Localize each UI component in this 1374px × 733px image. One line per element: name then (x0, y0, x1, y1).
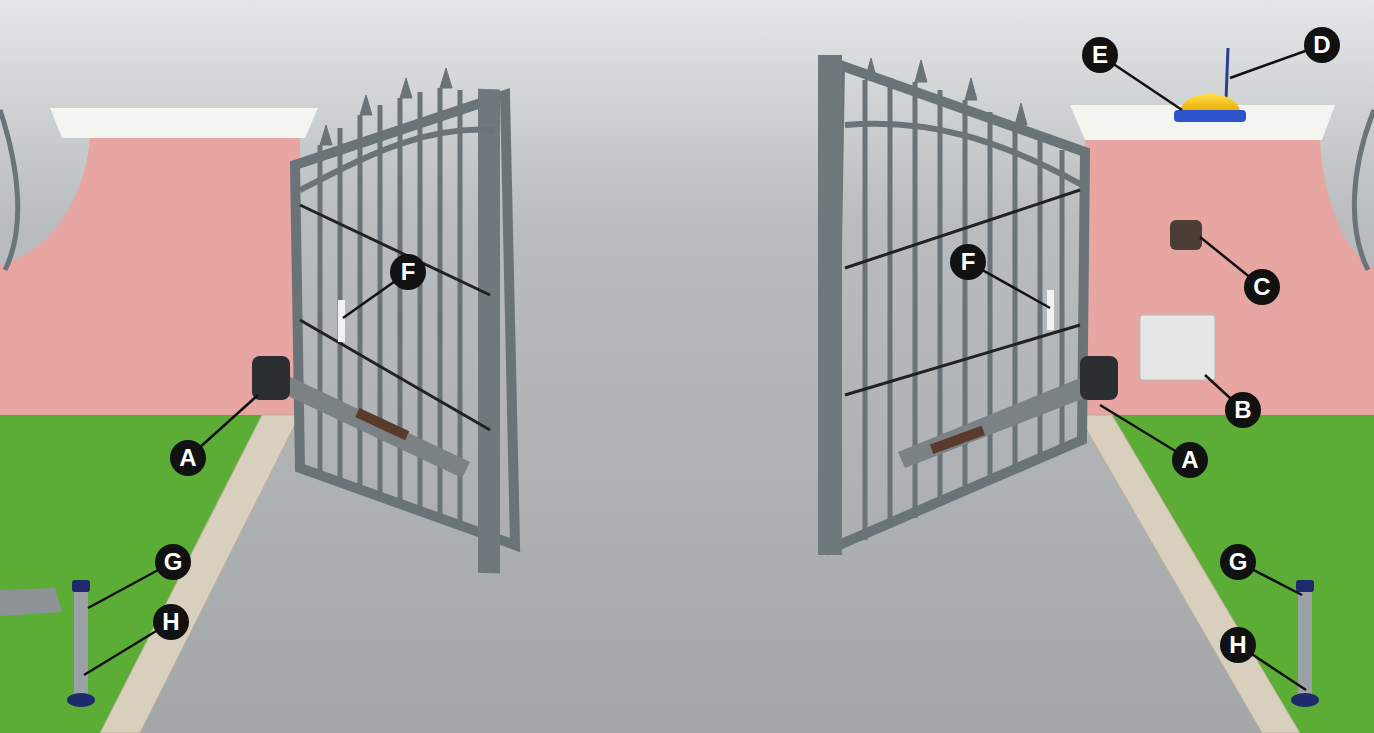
callout-letter: H (1220, 627, 1256, 663)
keypad (1170, 220, 1202, 250)
callout-letter: G (155, 544, 191, 580)
flashing-lamp (1180, 94, 1240, 112)
callout-letter: C (1244, 269, 1280, 305)
left-pillar-cap (50, 108, 318, 138)
left-fence (0, 110, 18, 270)
right-pillar-cap (1070, 105, 1335, 140)
right-pillar (1085, 138, 1374, 418)
callout-letter: F (390, 254, 426, 290)
right-actuator (898, 356, 1118, 468)
left-curb (100, 415, 300, 733)
callout-letter: B (1225, 392, 1261, 428)
callout-letter: A (1172, 442, 1208, 478)
photocell-post (67, 580, 95, 707)
left-actuator (252, 356, 470, 478)
gate-photocell (338, 300, 345, 342)
gate-photocell (1047, 290, 1054, 330)
left-pillar (0, 138, 300, 418)
right-gate (818, 55, 1085, 555)
callout-letter: G (1220, 544, 1256, 580)
right-curb (1078, 415, 1300, 733)
right-fence (1354, 110, 1374, 270)
control-box (1140, 315, 1215, 380)
leader-lines (84, 45, 1322, 690)
antenna (1226, 48, 1228, 100)
callout-letter: A (170, 440, 206, 476)
callout-letter: E (1082, 37, 1118, 73)
callout-letter: F (950, 244, 986, 280)
callout-letter: D (1304, 27, 1340, 63)
manhole (0, 588, 62, 616)
right-lawn (1078, 415, 1374, 733)
left-gate (295, 68, 515, 573)
lamp-base (1174, 110, 1246, 122)
callout-letter: H (153, 604, 189, 640)
